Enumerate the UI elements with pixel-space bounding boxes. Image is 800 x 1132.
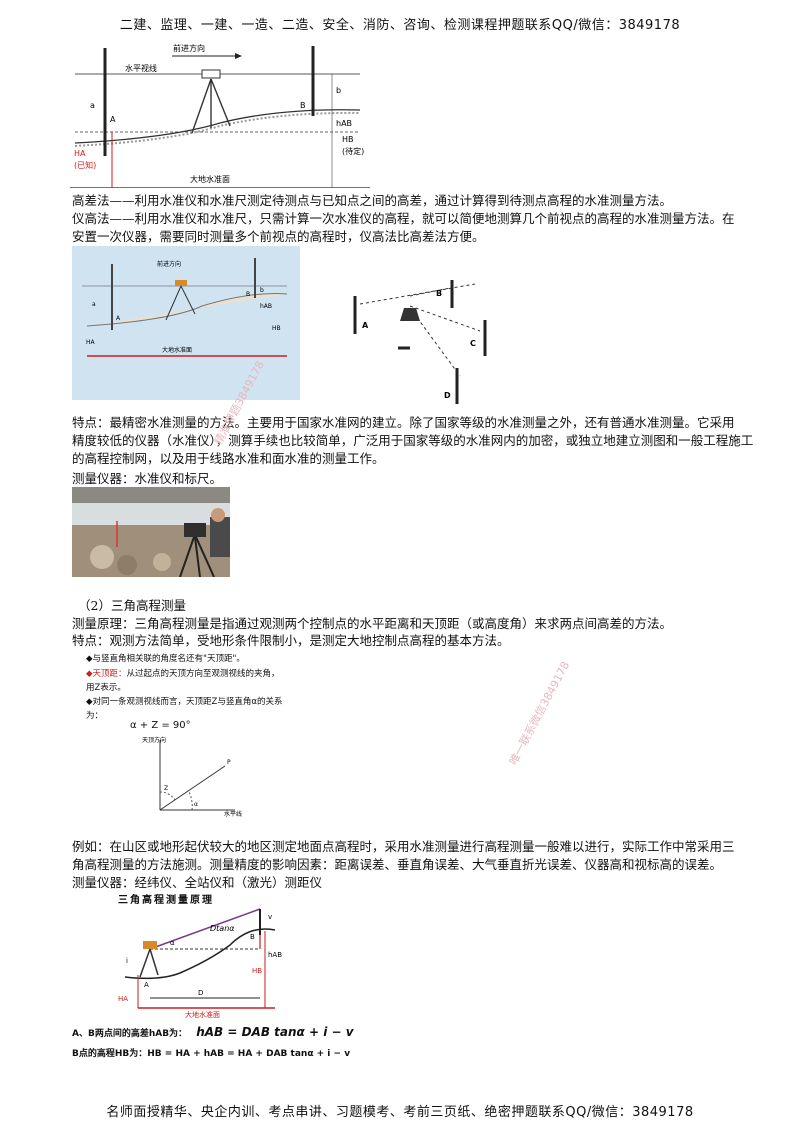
dtan-label: Dtanα [210, 924, 235, 933]
datum-label: 大地水准面 [190, 174, 230, 184]
multi-point-sketch: A B C D [353, 280, 487, 404]
bullet-zenith-def: ◆天顶距：从过起点的天顶方向至观测视线的夹角， [86, 667, 366, 681]
bullet-zenith-text: 从过起点的天顶方向至观测视线的夹角， [126, 669, 280, 679]
formula-hab-label: A、B两点间的高差hAB为： [72, 1029, 188, 1039]
trig-diagram-title: 三角高程测量原理 [118, 895, 214, 906]
label-ha: HA [74, 149, 86, 158]
fig2-a: a [92, 301, 96, 308]
para-height-difference: 高差法——利用水准仪和水准尺测定待测点与已知点之间的高差，通过计算得到待测点高程… [72, 193, 673, 208]
zenith-formula: α + Z = 90° [130, 720, 191, 731]
label-hb-note: (待定) [342, 146, 364, 156]
v-label: v [268, 913, 272, 921]
fig2-B: B [246, 291, 250, 298]
para-instrument-height: 仪高法——利用水准仪和水准尺，只需计算一次水准仪的高程，就可以简便地测算几个前视… [72, 211, 735, 226]
horizon-label: 水平视线 [125, 63, 157, 73]
trig-principle-diagram: Dtanα α v i hAB HB HA A B D 大地水准面 [118, 908, 282, 1019]
para-trig-instruments: 测量仪器：经纬仪、全站仪和（激光）测距仪 [72, 875, 323, 890]
label-A: A [110, 115, 116, 124]
trig-ha-label: HA [118, 995, 128, 1003]
trig-datum-label: 大地水准面 [185, 1010, 220, 1019]
label-hb: HB [342, 135, 354, 144]
fig3-A: A [362, 321, 369, 330]
trig-hab-label: hAB [268, 951, 282, 959]
fig3-B: B [436, 289, 442, 298]
z-label: Z [164, 785, 168, 792]
surveyor-photo [72, 487, 230, 577]
fig2-A: A [116, 315, 121, 322]
label-B: B [300, 101, 306, 110]
para-instruments: 测量仪器：水准仪和标尺。 [72, 471, 223, 486]
leveling-color-diagram: 前进方向 a b A B hAB HB HA 大地水准面 [72, 246, 300, 400]
d-label: D [198, 989, 203, 997]
fig3-D: D [444, 391, 451, 400]
alpha-label: α [194, 801, 198, 808]
fig2-datum: 大地水准面 [162, 346, 192, 354]
label-hab: hAB [336, 119, 352, 128]
bullet-relation-cont: 为： [86, 711, 104, 721]
fig2-hab: hAB [260, 303, 272, 310]
watermark-2: 唯一联系微信3849178 [506, 659, 573, 768]
fig2-ha: HA [86, 339, 96, 346]
bullet-zenith-label: ◆天顶距： [86, 669, 127, 679]
formula-hab: A、B两点间的高差hAB为： hAB = DAB tanα + i − v [72, 1025, 354, 1039]
leveling-diagram: 前进方向 水平视线 a b A B hAB HA (已知) HB (待定) 大地… [70, 43, 370, 188]
para-features-2: 精度较低的仪器（水准仪），测算手续也比较简单，广泛用于国家等级的水准网内的加密，… [72, 433, 754, 448]
label-ha-note: (已知) [74, 160, 96, 170]
p-label: P [227, 759, 231, 766]
bullet-zenith-cont: 用Z表示。 [86, 683, 126, 693]
i-label: i [126, 957, 128, 965]
para-example-2: 角高程测量的方法施测。测量精度的影响因素：距离误差、垂直角误差、大气垂直折光误差… [72, 857, 723, 872]
zenith-dir-label: 天顶方向 [142, 736, 166, 744]
direction-label: 前进方向 [173, 43, 205, 53]
label-a: a [90, 101, 95, 110]
trig-hb-label: HB [252, 967, 262, 975]
fig3-C: C [470, 339, 476, 348]
para-instrument-height-cont: 安置一次仪器，需要同时测量多个前视点的高程时，仪高法比高差法方便。 [72, 229, 485, 244]
formula-hb: B点的高程HB为：HB = HA + hAB = HA + DAB tanα +… [72, 1049, 351, 1059]
fig2-hb: HB [272, 325, 281, 332]
formula-hab-eq: hAB = DAB tanα + i − v [196, 1025, 354, 1039]
fig2-b: b [260, 287, 264, 294]
para-principle: 测量原理：三角高程测量是指通过观测两个控制点的水平距离和天顶距（或高度角）来求两… [72, 616, 673, 631]
bullet-relation: ◆对同一条观测视线而言，天顶距Z与竖直角α的关系 [86, 697, 283, 707]
para-trig-features: 特点：观测方法简单，受地形条件限制小，是测定大地控制点高程的基本方法。 [72, 633, 510, 648]
page-header: 二建、监理、一建、一造、二造、安全、消防、咨询、检测课程押题联系QQ/微信：38… [119, 18, 681, 33]
page-footer: 名师面授精华、央企内训、考点串讲、习题模考、考前三页纸、绝密押题联系QQ/微信：… [106, 1105, 694, 1120]
trig-alpha-label: α [170, 939, 175, 947]
trig-A-label: A [144, 981, 149, 989]
para-features: 特点：最精密水准测量的方法。主要用于国家水准网的建立。除了国家等级的水准测量之外… [72, 415, 735, 430]
fig2-direction: 前进方向 [157, 260, 181, 268]
label-b: b [336, 86, 341, 95]
trig-B-label: B [250, 933, 255, 941]
horizontal-label: 水平线 [224, 810, 242, 818]
zenith-angle-diagram: 天顶方向 Z α 水平线 P [142, 736, 242, 818]
para-features-3: 的高程控制网，以及用于线路水准和面水准的测量工作。 [72, 451, 385, 466]
para-example: 例如：在山区或地形起伏较大的地区测定地面点高程时，采用水准测量进行高程测量一般难… [72, 839, 735, 854]
section-title-trig: （2）三角高程测量 [78, 598, 186, 613]
bullet-zenith-related: ◆与竖直角相关联的角度名还有"天顶距"。 [86, 654, 245, 664]
